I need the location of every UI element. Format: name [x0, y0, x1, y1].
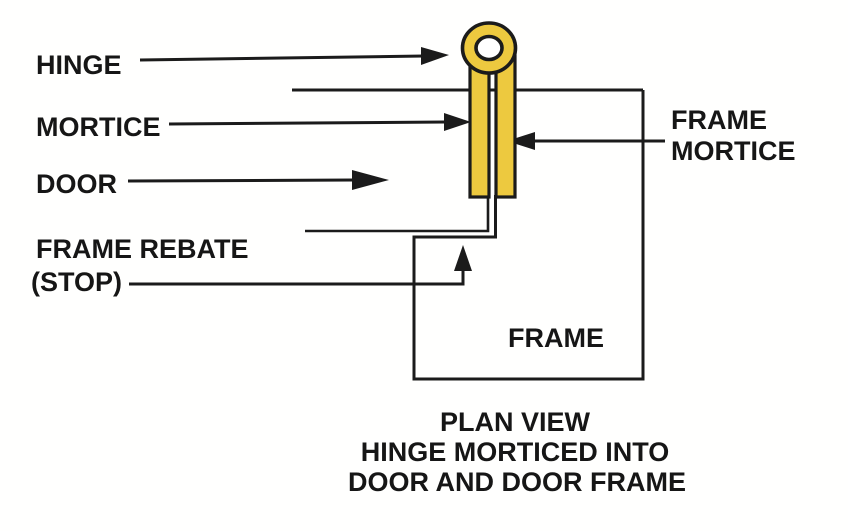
caption-line2: HINGE MORTICED INTO — [361, 437, 670, 467]
hinge-graphic — [460, 21, 518, 199]
hinge-leaf-door — [468, 54, 491, 199]
labels: HINGE MORTICE DOOR FRAME REBATE (STOP) F… — [31, 50, 796, 497]
stop-arrow-line — [129, 269, 465, 286]
frame-label: FRAME — [508, 323, 604, 353]
mortice-label: MORTICE — [36, 112, 161, 142]
stop-label: (STOP) — [31, 267, 122, 297]
frame-outline — [412, 90, 645, 381]
door-label: DOOR — [36, 169, 117, 199]
arrowheads — [352, 47, 535, 271]
hinge-leaf-frame — [494, 54, 517, 199]
stop-arrowhead — [454, 245, 472, 271]
linework — [127, 47, 665, 381]
door-arrowhead — [352, 170, 389, 190]
door-outline — [305, 195, 490, 233]
hinge-arrow-line — [139, 54, 425, 62]
frame-mortice-label-line2: MORTICE — [671, 136, 796, 166]
hinge-label: HINGE — [36, 50, 122, 80]
frame-mortice-arrowhead — [507, 132, 535, 150]
hinge-pin-hole — [474, 34, 504, 62]
hinge-arrowhead — [421, 47, 449, 65]
door-arrow-line — [127, 178, 355, 183]
frame-rebate-label: FRAME REBATE — [36, 234, 249, 264]
frame-mortice-label-line1: FRAME — [671, 105, 767, 135]
mortice-arrow-line — [168, 120, 447, 126]
mortice-arrowhead — [444, 113, 471, 131]
caption-line1: PLAN VIEW — [440, 407, 591, 437]
caption-line3: DOOR AND DOOR FRAME — [348, 467, 686, 497]
